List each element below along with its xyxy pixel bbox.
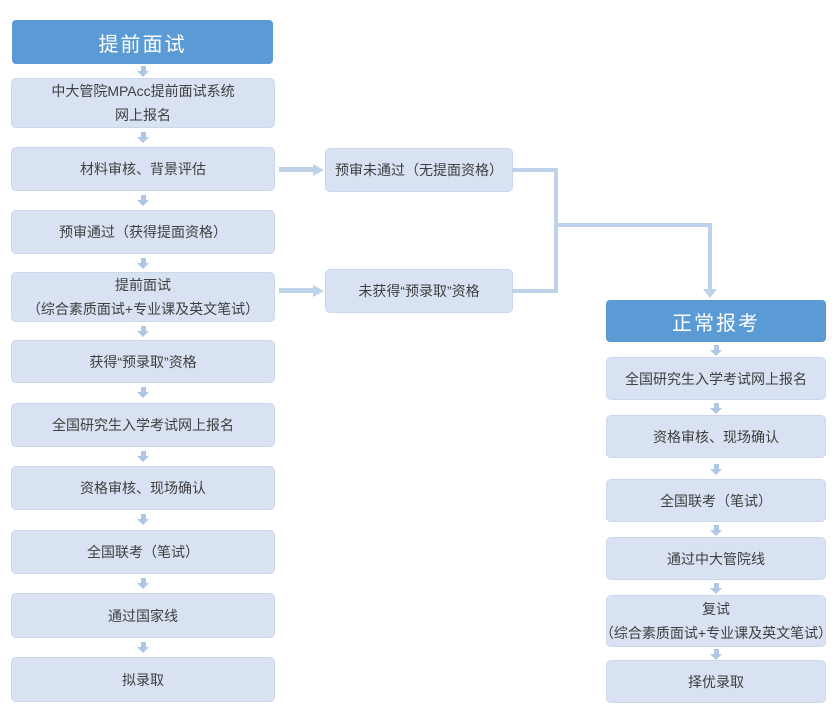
step-label: 全国研究生入学考试网上报名 xyxy=(625,370,807,387)
step-national-exam-signup: 全国研究生入学考试网上报名 xyxy=(11,403,275,447)
step-label: 材料审核、背景评估 xyxy=(80,161,206,177)
down-arrow-icon xyxy=(710,464,722,475)
step-label: 通过中大管院线 xyxy=(667,550,765,567)
step-label: 通过国家线 xyxy=(108,607,178,624)
header-label: 提前面试 xyxy=(98,33,187,56)
step-label: 未获得“预录取”资格 xyxy=(358,283,480,299)
down-arrow-icon xyxy=(137,326,149,337)
step-national-line: 通过国家线 xyxy=(11,593,275,638)
step-right-qualification-check: 资格审核、现场确认 xyxy=(606,415,826,458)
step-label: 获得“预录取”资格 xyxy=(89,353,197,370)
down-arrow-icon xyxy=(137,132,149,143)
step-preadmission-granted: 获得“预录取”资格 xyxy=(11,340,275,383)
down-arrow-icon xyxy=(710,583,722,594)
step-retest: 复试 （综合素质面试+专业课及英文笔试） xyxy=(600,595,832,647)
step-label: 提前面试 xyxy=(115,277,171,293)
step-label: 网上报名 xyxy=(115,107,171,123)
down-arrow-icon xyxy=(137,578,149,589)
branch-no-preadmission: 未获得“预录取”资格 xyxy=(325,269,513,313)
connector-bottom-stub-line xyxy=(512,289,556,293)
step-material-review: 材料审核、背景评估 xyxy=(11,147,275,191)
down-arrow-icon xyxy=(710,649,722,660)
step-label: 中大管院MPAcc提前面试系统 xyxy=(51,83,235,99)
step-label: 资格审核、现场确认 xyxy=(653,428,779,445)
down-arrow-icon xyxy=(710,403,722,414)
step-label: 复试 xyxy=(702,601,730,617)
step-proposed-admission: 拟录取 xyxy=(11,657,275,702)
step-national-written-exam: 全国联考（笔试） xyxy=(11,530,275,574)
right-arrow-icon xyxy=(279,163,324,176)
step-right-written-exam: 全国联考（笔试） xyxy=(606,479,826,522)
down-arrow-icon xyxy=(137,195,149,206)
down-arrow-icon xyxy=(137,642,149,653)
step-label: 全国研究生入学考试网上报名 xyxy=(52,417,234,433)
down-arrow-icon xyxy=(137,66,149,77)
connector-mid-line xyxy=(554,223,712,227)
connector-drop-line xyxy=(708,223,712,290)
step-label: 预审通过（获得提面资格） xyxy=(59,224,227,240)
early-interview-header: 提前面试 xyxy=(12,20,273,64)
step-right-exam-signup: 全国研究生入学考试网上报名 xyxy=(606,357,826,400)
step-prelim-passed: 预审通过（获得提面资格） xyxy=(11,210,275,254)
step-mpacc-online-signup: 中大管院MPAcc提前面试系统 网上报名 xyxy=(11,78,275,128)
step-label: 全国联考（笔试） xyxy=(660,492,772,509)
down-arrow-icon xyxy=(137,514,149,525)
right-arrow-icon xyxy=(279,284,324,297)
header-label: 正常报考 xyxy=(672,312,760,335)
down-arrow-icon xyxy=(710,345,722,356)
step-label: 择优录取 xyxy=(688,673,744,690)
down-arrow-icon xyxy=(137,387,149,398)
step-label: （综合素质面试+专业课及英文笔试） xyxy=(26,301,260,317)
step-merit-admission: 择优录取 xyxy=(606,660,826,703)
step-label: 拟录取 xyxy=(122,671,164,688)
normal-application-header: 正常报考 xyxy=(606,300,826,342)
down-arrow-icon xyxy=(710,525,722,536)
step-label: 全国联考（笔试） xyxy=(87,544,199,560)
down-arrow-icon xyxy=(137,258,149,269)
connector-arrowhead-icon xyxy=(703,289,717,298)
step-qualification-check: 资格审核、现场确认 xyxy=(11,466,275,510)
step-label: （综合素质面试+专业课及英文笔试） xyxy=(599,625,833,641)
step-label: 预审未通过（无提面资格） xyxy=(335,162,503,178)
step-school-line: 通过中大管院线 xyxy=(606,537,826,580)
step-early-interview: 提前面试 （综合素质面试+专业课及英文笔试） xyxy=(11,272,275,322)
step-label: 资格审核、现场确认 xyxy=(80,480,206,496)
connector-top-stub-line xyxy=(512,168,556,172)
connector-bracket-line xyxy=(554,168,558,293)
branch-prelim-failed: 预审未通过（无提面资格） xyxy=(325,148,513,192)
down-arrow-icon xyxy=(137,451,149,462)
